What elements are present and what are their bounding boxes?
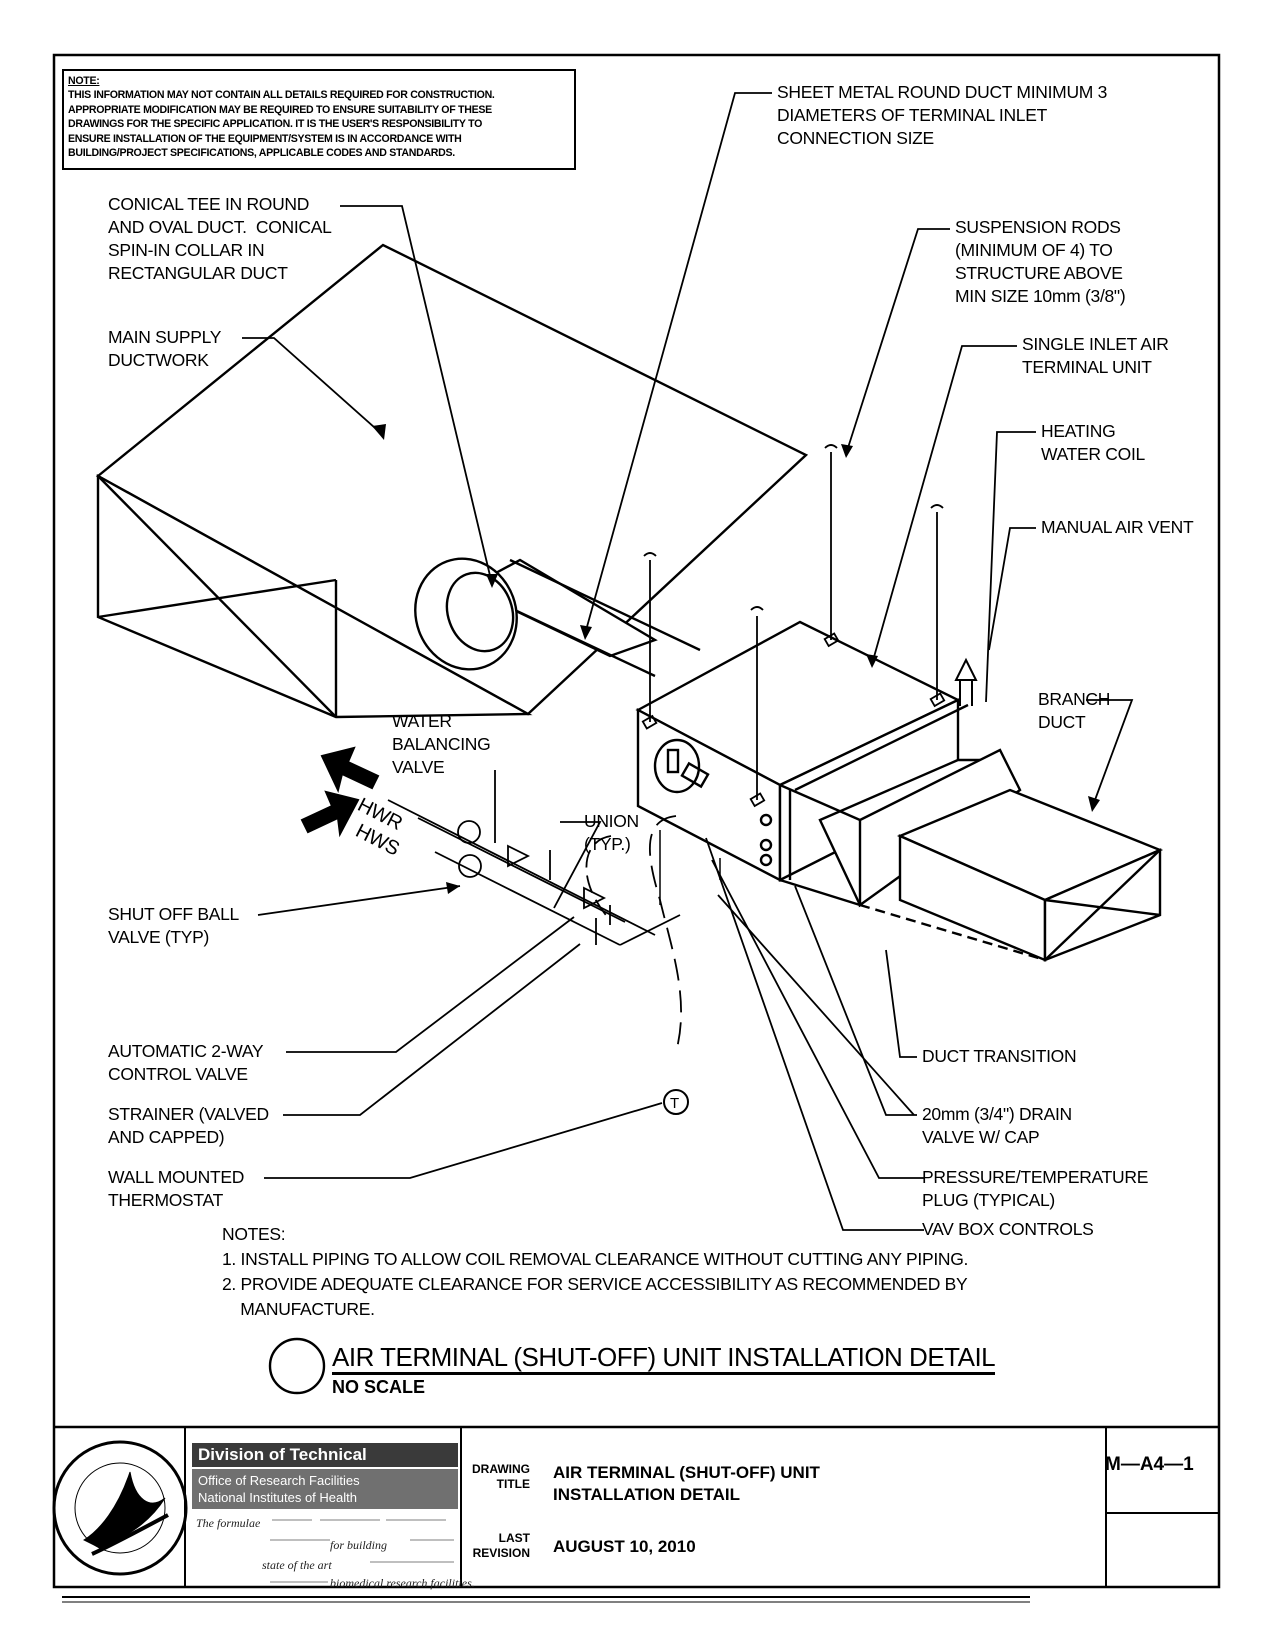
label-auto-control-valve: AUTOMATIC 2-WAY CONTROL VALVE	[108, 1041, 264, 1084]
label-duct-transition: DUCT TRANSITION	[922, 1046, 1077, 1066]
org-name: Division of Technical Resources	[192, 1443, 458, 1488]
tagline-4: biomedical research facilities.	[330, 1576, 475, 1590]
thermostat-wiring	[648, 815, 682, 1053]
drawing-title: AIR TERMINAL (SHUT-OFF) UNIT INSTALLATIO…	[553, 1463, 820, 1504]
flow-arrows	[300, 746, 380, 838]
manual-air-vent	[954, 657, 978, 706]
label-heating-water-coil: HEATING WATER COIL	[1041, 421, 1145, 464]
label-union: UNION (TYP.)	[584, 811, 639, 854]
tagline-2: for building	[330, 1538, 388, 1552]
label-water-balancing-valve: WATER BALANCING VALVE	[392, 711, 491, 777]
note-item: 1. INSTALL PIPING TO ALLOW COIL REMOVAL …	[222, 1249, 969, 1269]
label-vav-controls: VAV BOX CONTROLS	[922, 1219, 1094, 1239]
label-main-supply: MAIN SUPPLY DUCTWORK	[108, 327, 222, 370]
disclaimer-heading: NOTE:	[68, 75, 100, 87]
label-branch-duct: BRANCH DUCT	[1038, 689, 1111, 732]
formula-graphics	[270, 1519, 454, 1583]
label-single-inlet-unit: SINGLE INLET AIR TERMINAL UNIT	[1022, 334, 1169, 377]
note-item: MANUFACTURE.	[222, 1299, 375, 1319]
leader-lines	[242, 92, 1134, 1231]
label-conical-tee: CONICAL TEE IN ROUND AND OVAL DUCT. CONI…	[108, 194, 332, 283]
disclaimer-line: ENSURE INSTALLATION OF THE EQUIPMENT/SYS…	[68, 132, 462, 145]
detail-title: AIR TERMINAL (SHUT-OFF) UNIT INSTALLATIO…	[332, 1342, 996, 1375]
org-office: Office of Research Facilities	[198, 1473, 360, 1488]
tagline-1: The formulae	[196, 1516, 261, 1530]
disclaimer-line: APPROPRIATE MODIFICATION MAY BE REQUIRED…	[68, 103, 492, 116]
detail-callout-circle	[268, 1337, 326, 1395]
vav-terminal-unit	[635, 620, 969, 905]
round-duct	[414, 557, 701, 678]
notes-heading: NOTES:	[222, 1224, 286, 1244]
hot-water-piping	[387, 799, 681, 946]
label-strainer: STRAINER (VALVED AND CAPPED)	[108, 1104, 269, 1147]
disclaimer-note: NOTE: THIS INFORMATION MAY NOT CONTAIN A…	[62, 69, 576, 170]
general-notes: NOTES: 1. INSTALL PIPING TO ALLOW COIL R…	[222, 1222, 968, 1322]
branch-duct	[859, 788, 1164, 962]
last-revision-date: AUGUST 10, 2010	[553, 1537, 696, 1556]
label-pt-plug: PRESSURE/TEMPERATURE PLUG (TYPICAL)	[922, 1167, 1149, 1210]
thermostat-symbol-label: T	[670, 1095, 679, 1112]
label-thermostat: WALL MOUNTED THERMOSTAT	[108, 1167, 245, 1210]
last-revision-label: LAST REVISION	[472, 1531, 530, 1560]
label-sheet-metal-duct: SHEET METAL ROUND DUCT MINIMUM 3 DIAMETE…	[777, 82, 1108, 148]
thermostat-symbol	[663, 1089, 689, 1115]
suspension-rods	[641, 444, 946, 808]
detail-scale: NO SCALE	[332, 1377, 426, 1397]
main-supply-duct	[95, 243, 809, 719]
label-drain-valve: 20mm (3/4") DRAIN VALVE W/ CAP	[922, 1104, 1072, 1147]
disclaimer-line: DRAWINGS FOR THE SPECIFIC APPLICATION. I…	[68, 118, 483, 131]
drawing-title-label: DRAWING TITLE	[472, 1462, 530, 1491]
tagline-3: state of the art	[262, 1558, 332, 1572]
org-institute: National Institutes of Health	[198, 1490, 357, 1505]
sheet-border	[52, 53, 1221, 1589]
sheet-number: M—A4—1	[1105, 1454, 1194, 1475]
label-manual-air-vent: MANUAL AIR VENT	[1041, 517, 1194, 537]
org-subtitle: Office of Research Facilities National I…	[192, 1469, 458, 1509]
label-suspension-rods: SUSPENSION RODS (MINIMUM OF 4) TO STRUCT…	[955, 217, 1126, 306]
disclaimer-line: BUILDING/PROJECT SPECIFICATIONS, APPLICA…	[68, 147, 455, 160]
label-shut-off-valve: SHUT OFF BALL VALVE (TYP)	[108, 904, 239, 947]
note-item: 2. PROVIDE ADEQUATE CLEARANCE FOR SERVIC…	[222, 1274, 968, 1294]
hhs-seal-logo	[52, 1440, 188, 1576]
disclaimer-line: THIS INFORMATION MAY NOT CONTAIN ALL DET…	[68, 89, 495, 102]
